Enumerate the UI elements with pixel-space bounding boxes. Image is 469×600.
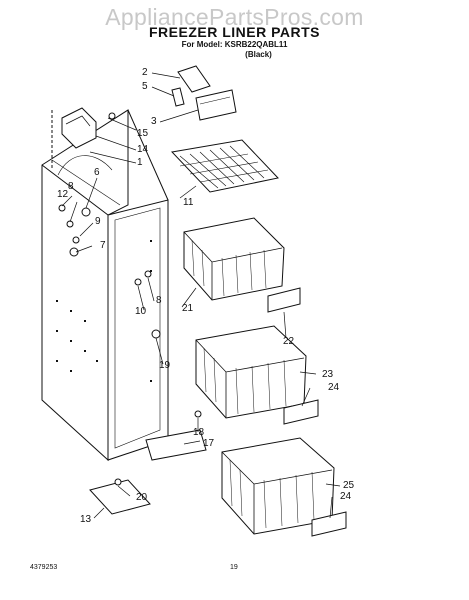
callout-22: 22 [283, 336, 295, 347]
callout-10: 10 [135, 306, 147, 317]
basket-front-upper [267, 287, 301, 313]
page-title: FREEZER LINER PARTS [148, 24, 321, 40]
callout-23: 23 [322, 369, 334, 380]
callout-7: 7 [100, 240, 106, 251]
callout-6: 6 [94, 167, 100, 178]
control-assembly [171, 65, 237, 121]
callout-19: 19 [159, 360, 171, 371]
top-bracket [61, 107, 97, 149]
basket-front-middle [283, 399, 319, 425]
callout-17: 17 [203, 438, 215, 449]
callout-15: 15 [137, 128, 149, 139]
watermark: AppliancePartsPros.com [105, 4, 364, 30]
callout-13: 13 [80, 514, 92, 525]
callout-24-lower: 24 [340, 491, 352, 502]
callout-3: 3 [151, 116, 157, 127]
color-line: (Black) [245, 50, 272, 59]
page-number: 19 [230, 564, 238, 571]
doc-number: 4379253 [30, 564, 58, 571]
callout-14: 14 [137, 144, 149, 155]
callout-8-left: 8 [68, 181, 74, 192]
leader-lines [61, 72, 341, 519]
basket-middle [195, 325, 307, 419]
basket-upper [183, 217, 285, 301]
callout-25: 25 [343, 480, 355, 491]
callout-11: 11 [183, 197, 194, 208]
callout-1: 1 [137, 157, 143, 168]
freezer-liner [41, 109, 169, 462]
callout-20: 20 [136, 492, 148, 503]
callout-24-upper: 24 [328, 382, 340, 393]
callout-21: 21 [182, 303, 194, 314]
basket-front-lower [311, 511, 347, 537]
callout-9: 9 [95, 216, 101, 227]
wire-shelf [170, 139, 279, 193]
callout-18: 18 [193, 427, 205, 438]
callout-8-right: 8 [156, 295, 162, 306]
callout-12: 12 [57, 189, 69, 200]
bottom-rail [145, 429, 207, 461]
callout-5: 5 [142, 81, 148, 92]
callout-2: 2 [142, 67, 148, 78]
model-line: For Model: KSRB22QABL11 [181, 40, 288, 49]
